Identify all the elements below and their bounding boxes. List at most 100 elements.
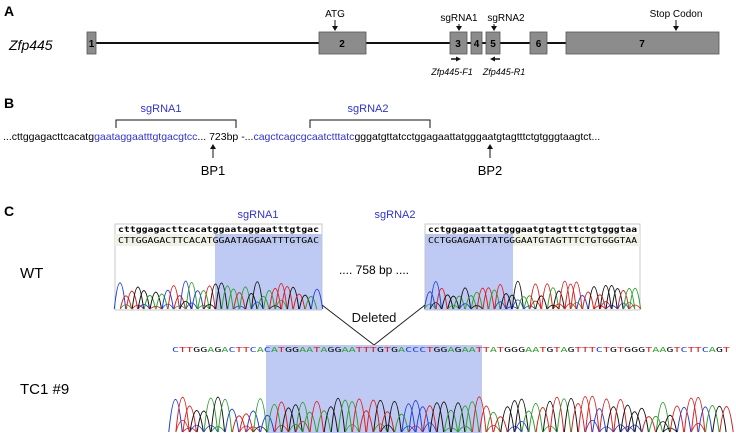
tc1-label: TC1 #9	[20, 381, 69, 398]
chromatogram-minor-peak	[288, 424, 303, 433]
chromatogram-peak	[613, 399, 628, 433]
chromatogram-peak	[253, 398, 268, 433]
chromatogram-peak	[457, 405, 473, 433]
chromatogram-peak	[310, 288, 324, 310]
chromatogram-minor-peak	[613, 424, 628, 433]
chromatogram-minor-peak	[246, 426, 261, 433]
wt-label: WT	[20, 265, 43, 282]
chromatogram-minor-peak	[447, 304, 460, 310]
primer-r1-label: Zfp445-R1	[482, 67, 526, 77]
chromatogram-minor-peak	[629, 304, 641, 310]
exon-7-label: 7	[639, 39, 645, 50]
chromatogram-peak	[173, 295, 186, 310]
stop-codon-label: Stop Codon	[650, 9, 703, 20]
chromatogram-minor-peak	[173, 305, 186, 310]
chromatogram-peak	[570, 403, 586, 433]
wt-left-call-seq: CTTGGAGACTTCACATGGAATAGGAATTTGTGAC	[118, 236, 319, 245]
chromatogram-minor-peak	[542, 425, 557, 433]
chromatogram-peak	[641, 416, 656, 433]
chromatogram-peak	[281, 286, 294, 310]
chromatogram-peak	[523, 295, 536, 310]
chromatogram-peak	[549, 396, 565, 433]
chromatogram-minor-peak	[458, 425, 473, 433]
chromatogram-peak	[227, 288, 240, 310]
chromatogram-minor-peak	[274, 424, 289, 433]
chromatogram-minor-peak	[593, 305, 606, 310]
sgrna2-bracket	[309, 119, 431, 128]
chromatogram-peak	[691, 397, 706, 433]
chromatogram-peak	[215, 282, 228, 310]
chromatogram-peak	[197, 290, 210, 310]
chromatogram-minor-peak	[623, 301, 636, 310]
sgrna1-bracket	[115, 119, 237, 128]
chromatogram-peak	[529, 283, 542, 310]
wt-right-call-seq: CCTGGAGAATTATGGGAATGTAGTTTCTGTGGGTAA	[428, 236, 637, 245]
chromatogram-peak	[288, 404, 303, 433]
chromatogram-peak	[287, 286, 300, 310]
exon-2	[318, 31, 367, 55]
chromatogram-minor-peak	[494, 301, 507, 310]
seq-gap-label: ... 723bp -...	[197, 131, 253, 143]
wt-right-trace: cctggagaattatgggaatgtagtttctgtgggtaa CCT…	[423, 223, 642, 311]
chromatogram-peak	[113, 282, 127, 310]
sgrna2-label-a: sgRNA2	[487, 13, 525, 24]
chromatogram-peak	[599, 398, 614, 433]
wt-right-peaks	[423, 280, 642, 310]
chromatogram-peak	[233, 292, 246, 310]
chromatogram-minor-peak	[380, 424, 395, 433]
chromatogram-peak	[517, 296, 530, 310]
chromatogram-peak	[323, 406, 339, 433]
chromatogram-peak	[295, 401, 310, 433]
chromatogram-minor-peak	[627, 424, 642, 433]
panel-b-label: B	[4, 95, 14, 111]
chromatogram-peak	[606, 406, 621, 433]
chromatogram-peak	[563, 397, 579, 433]
bp1-label: BP1	[201, 163, 226, 178]
chromatogram-minor-peak	[251, 301, 264, 310]
chromatogram-peak	[239, 286, 252, 310]
chromatogram-minor-peak	[182, 427, 197, 433]
chromatogram-peak	[435, 287, 448, 310]
tc1-peaks	[168, 396, 734, 433]
chromatogram-peak	[309, 400, 324, 433]
chromatogram-peak	[429, 281, 442, 310]
genomic-sequence-line: ...cttggagacttcacatggaataggaatttgtgacgtc…	[3, 131, 600, 143]
gene-structure: Zfp445 1 2 3 4 5 6 7 ATG sgRNA1 sgRNA2 S…	[8, 9, 720, 77]
chromatogram-peak	[209, 283, 222, 310]
chromatogram-minor-peak	[373, 423, 388, 433]
chromatogram-peak	[472, 396, 487, 433]
chromatogram-peak	[191, 290, 204, 310]
chromatogram-peak	[470, 291, 483, 310]
deletion-line-right	[373, 304, 426, 346]
chromatogram-peak	[450, 402, 466, 433]
chromatogram-peak	[712, 406, 727, 433]
chromatogram-peak	[263, 290, 276, 310]
sgrna1-label-a: sgRNA1	[440, 13, 478, 24]
chromatogram-peak	[304, 296, 318, 310]
chromatogram-minor-peak	[662, 427, 678, 433]
chromatogram-peak	[459, 287, 472, 310]
chromatogram-peak	[482, 287, 495, 310]
chromatogram-minor-peak	[161, 303, 174, 310]
chromatogram-peak	[251, 281, 264, 310]
exon-3	[449, 31, 468, 55]
chromatogram-minor-peak	[401, 425, 416, 433]
exon-6	[529, 31, 548, 55]
chromatogram-peak	[149, 291, 162, 310]
exon-4-label: 4	[474, 39, 480, 50]
chromatogram-peak	[719, 406, 734, 433]
chromatogram-minor-peak	[210, 426, 225, 433]
chromatogram-minor-peak	[655, 421, 670, 433]
chromatogram-peak	[648, 415, 663, 433]
chromatogram-peak	[535, 295, 548, 310]
chromatogram-peak	[316, 410, 332, 433]
chromatogram-peak	[488, 289, 501, 310]
chromatogram-peak	[479, 405, 494, 433]
chromatogram-peak	[189, 410, 204, 433]
chromatogram-minor-peak	[691, 423, 706, 433]
exon-5	[485, 31, 501, 55]
chromatogram-peak	[558, 280, 571, 310]
gene-name: Zfp445	[8, 37, 53, 53]
chromatogram-peak	[275, 283, 288, 310]
